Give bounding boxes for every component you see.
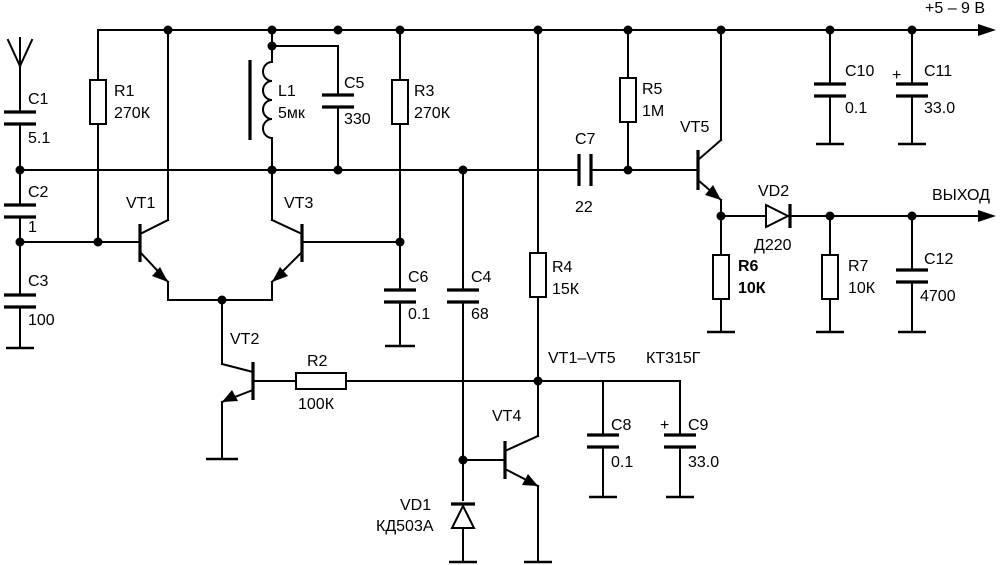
diode-vd1-icon xyxy=(450,502,476,563)
c6-value: 0.1 xyxy=(408,306,430,323)
transistor-vt4-icon xyxy=(503,434,540,488)
c2-name: C2 xyxy=(28,184,49,201)
vt1-name: VT1 xyxy=(126,195,155,212)
r1-value: 270К xyxy=(114,105,151,122)
l1-value: 5мк xyxy=(278,105,306,122)
r6-body xyxy=(712,254,730,300)
c11-plus-sign: + xyxy=(892,67,901,84)
c12-value: 4700 xyxy=(920,288,956,305)
r5-name: R5 xyxy=(642,81,663,98)
output-arrow xyxy=(978,210,996,222)
transistor-vt1-icon xyxy=(138,218,170,284)
c4-value: 68 xyxy=(471,306,489,323)
resistor-bodies xyxy=(89,77,839,390)
wires xyxy=(19,29,981,563)
transistor-vt5-icon xyxy=(696,138,723,202)
supply-label: +5 – 9 В xyxy=(925,0,985,17)
c5-name: C5 xyxy=(344,75,365,92)
vd2-name: VD2 xyxy=(758,183,789,200)
l1-name: L1 xyxy=(278,83,296,100)
c10-value: 0.1 xyxy=(845,100,867,117)
r3-value: 270К xyxy=(414,105,451,122)
terminal-arrows xyxy=(978,24,996,222)
c11-name: C11 xyxy=(924,63,952,80)
c6-name: C6 xyxy=(408,269,429,286)
vd2-value: Д220 xyxy=(754,237,792,254)
r1-name: R1 xyxy=(114,83,135,100)
note-transistor-type: КТ315Г xyxy=(646,350,701,367)
vd1-value: КД503А xyxy=(376,518,434,535)
transistor-vt2-icon xyxy=(220,362,255,404)
r3-name: R3 xyxy=(414,83,435,100)
output-label: ВЫХОД xyxy=(932,187,990,204)
vt2-name: VT2 xyxy=(230,331,259,348)
r5-body xyxy=(619,77,637,123)
r4-value: 15К xyxy=(552,281,580,298)
diode-vd2-icon xyxy=(765,203,792,229)
junction-dots xyxy=(15,25,917,465)
r2-value: 100К xyxy=(298,396,335,413)
r6-name: R6 xyxy=(738,258,759,275)
r5-value: 1М xyxy=(642,103,664,120)
c3-value: 100 xyxy=(28,312,55,329)
c8-name: C8 xyxy=(611,417,632,434)
note-transistors: VT1–VT5 xyxy=(548,350,616,367)
antenna-icon xyxy=(6,37,34,68)
r3-body xyxy=(391,79,409,125)
supply-arrow xyxy=(978,24,996,36)
c7-value: 22 xyxy=(575,199,593,216)
r4-body xyxy=(529,252,547,298)
vt5-name: VT5 xyxy=(680,119,709,136)
c7-name: C7 xyxy=(575,131,596,148)
vd1-name: VD1 xyxy=(400,497,431,514)
c8-value: 0.1 xyxy=(611,454,633,471)
c12-name: C12 xyxy=(924,251,953,268)
r7-value: 10К xyxy=(848,280,876,297)
r7-name: R7 xyxy=(848,258,869,275)
capacitor-plates xyxy=(4,82,928,449)
c5-value: 330 xyxy=(344,111,371,128)
inductor-l1-icon xyxy=(248,60,274,140)
c2-value: 1 xyxy=(28,219,37,236)
c10-name: C10 xyxy=(845,63,874,80)
component-labels: +5 – 9 В ВЫХОД C1 5.1 C2 1 C3 100 R1 270… xyxy=(28,0,990,535)
c9-plus-sign: + xyxy=(660,417,669,434)
c3-name: C3 xyxy=(28,273,49,290)
c9-name: C9 xyxy=(688,417,709,434)
r2-body xyxy=(295,372,347,390)
vt4-name: VT4 xyxy=(492,408,521,425)
r4-name: R4 xyxy=(552,259,573,276)
c4-name: C4 xyxy=(471,269,492,286)
transistor-vt3-icon xyxy=(270,218,304,284)
r6-value: 10К xyxy=(738,280,766,297)
r1-body xyxy=(89,79,107,125)
c9-value: 33.0 xyxy=(688,454,719,471)
vt3-name: VT3 xyxy=(284,195,313,212)
c11-value: 33.0 xyxy=(924,100,955,117)
r2-name: R2 xyxy=(307,353,328,370)
r7-body xyxy=(821,254,839,300)
c1-value: 5.1 xyxy=(28,130,50,147)
c1-name: C1 xyxy=(28,91,49,108)
